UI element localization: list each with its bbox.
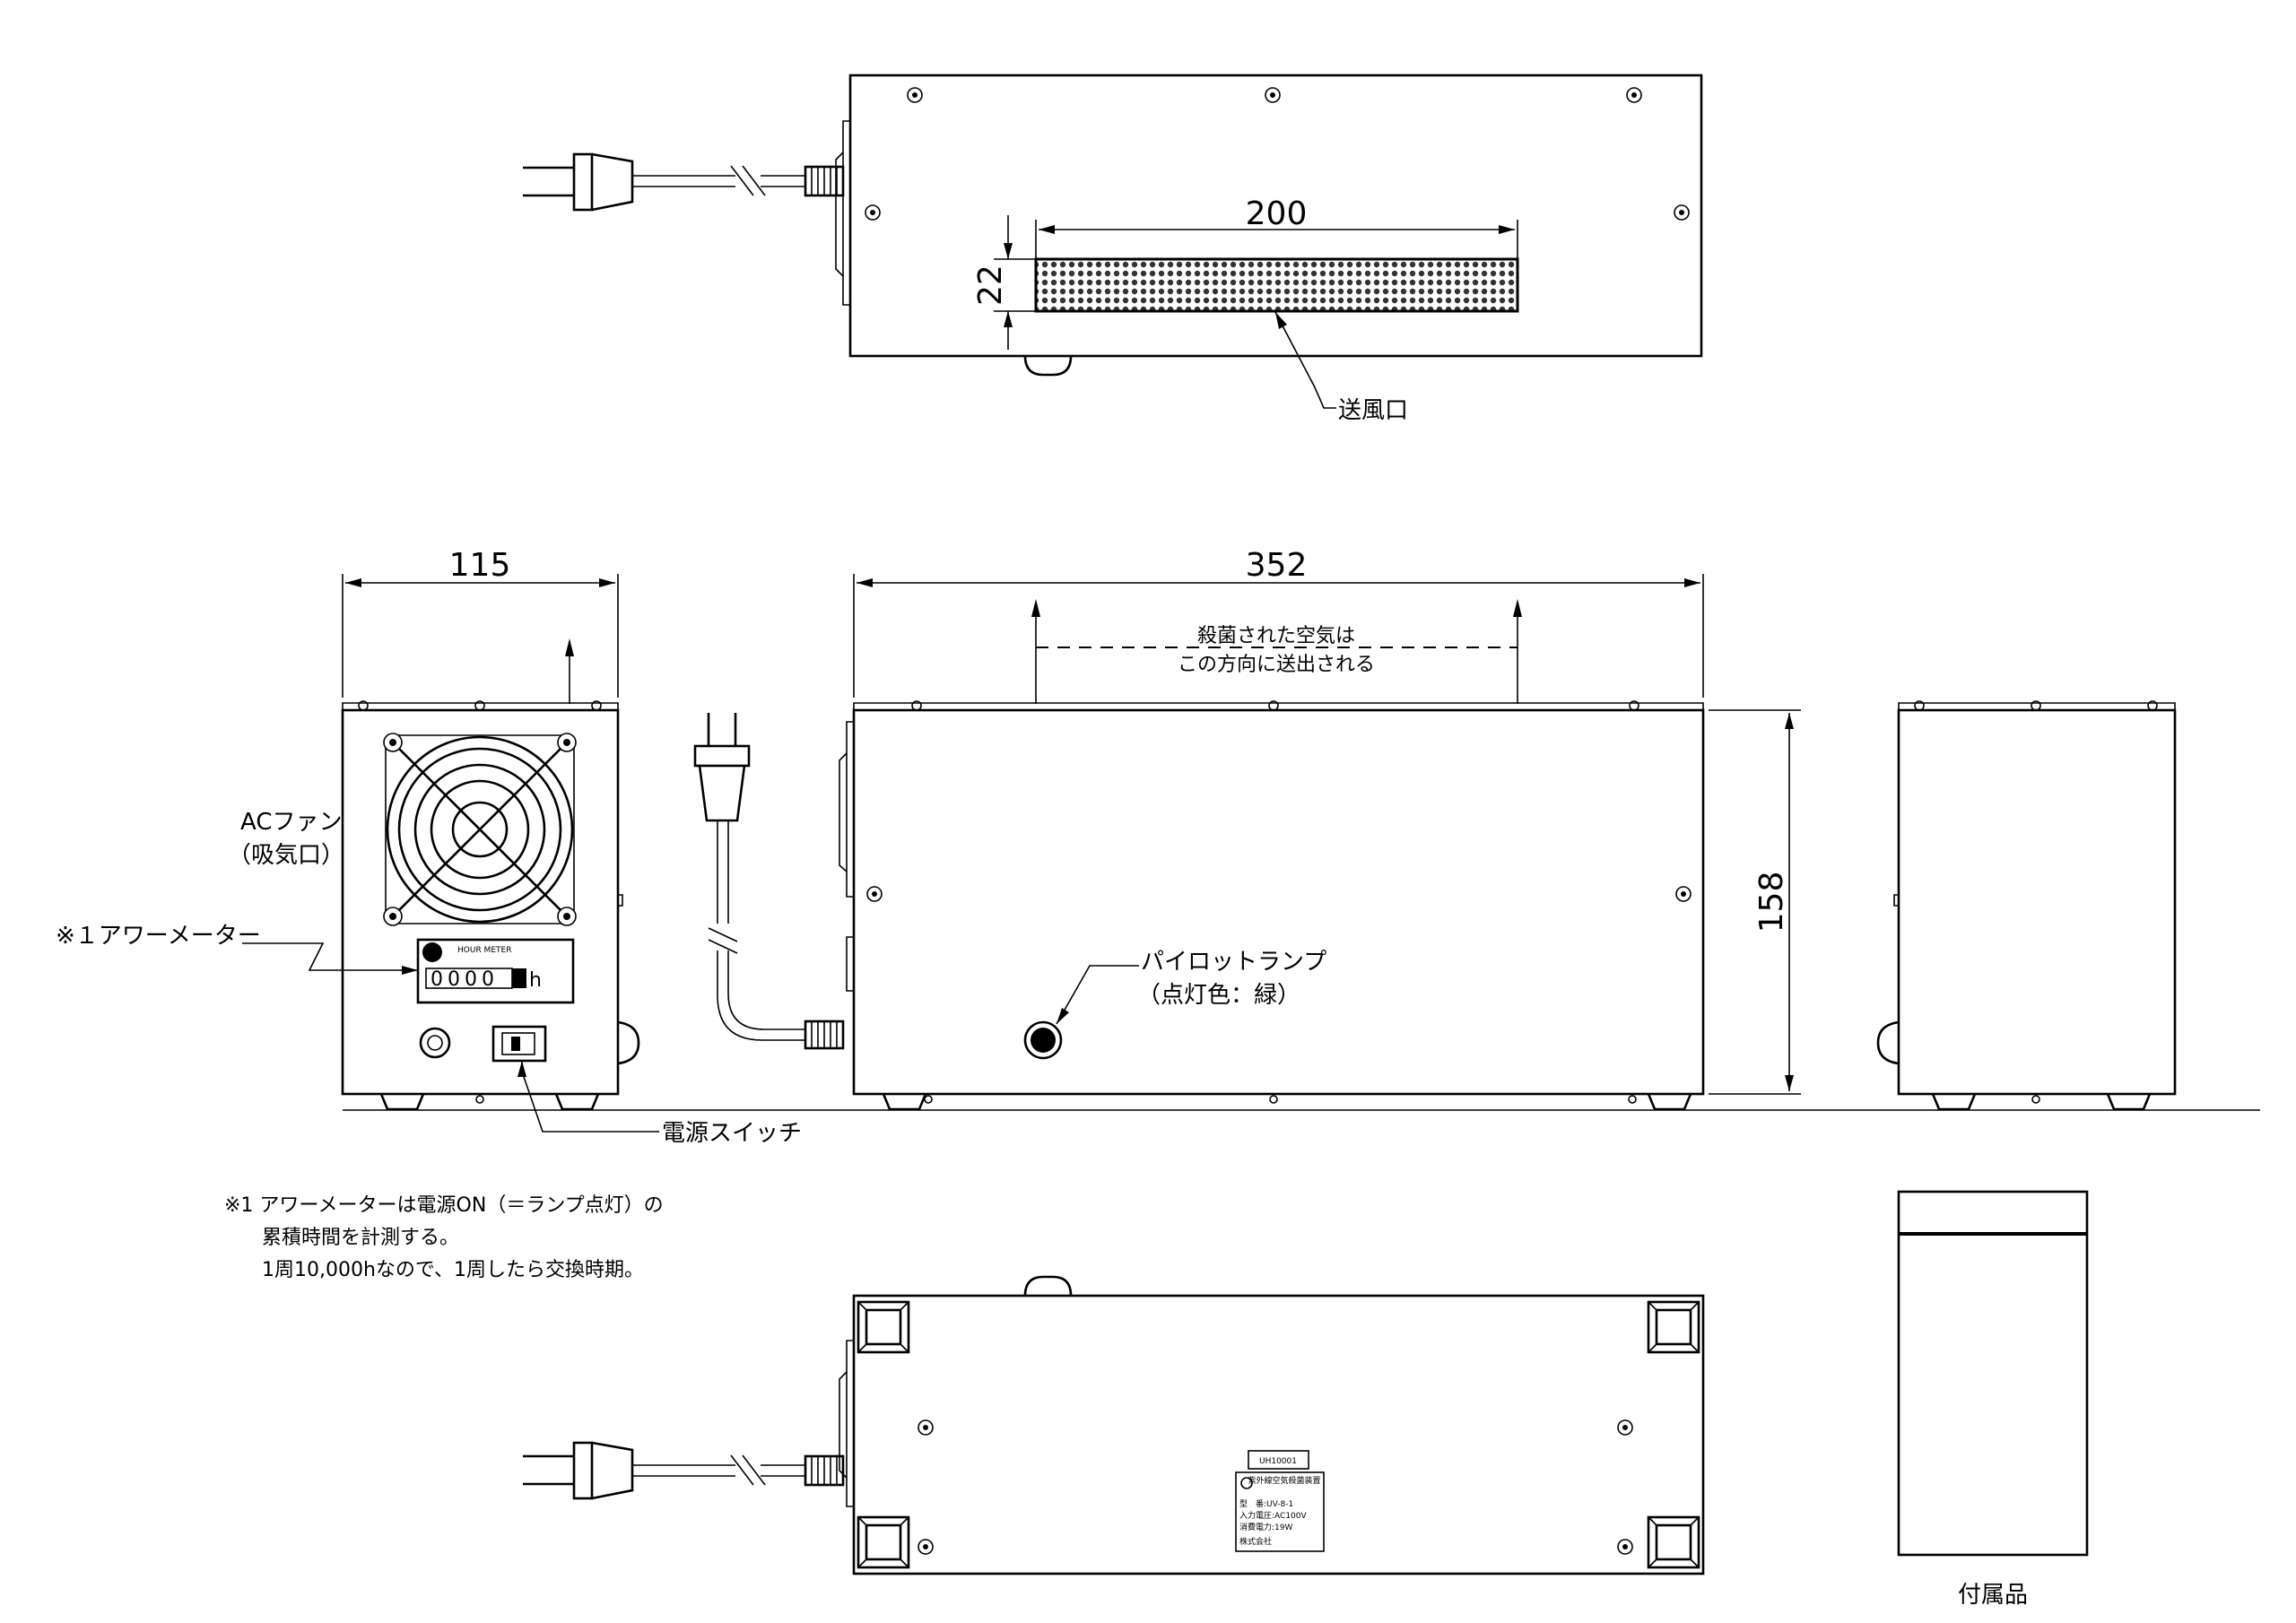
accessory-label: 付属品 [1958, 1582, 2028, 1609]
note-line2: 累積時間を計測する。 [262, 1227, 459, 1249]
hour-meter: HOUR METER 0000 h [416, 938, 575, 1004]
bottom-view: UH10001 紫外線空気殺菌装置 型 番:UV-8-1 入力電圧:AC100V… [523, 1275, 1705, 1575]
pilot-label-line2: （点灯色：緑） [1137, 982, 1300, 1009]
hour-meter-plate: HOUR METER [457, 946, 511, 955]
left-end-view: HOUR METER 0000 h 115 ACファン （吸気口） ※１アワーメ… [56, 547, 802, 1147]
top-view-body [848, 74, 1703, 358]
air-outlet-grille [1034, 257, 1519, 313]
nameplate-serial: UH10001 [1259, 1457, 1297, 1466]
dim-front-width: 352 [1246, 547, 1308, 584]
right-end-view [1876, 700, 2177, 1111]
fan-label-line1: ACファン [240, 809, 342, 836]
side-view-body [852, 708, 1705, 1096]
nameplate-row3: 型 番:UV-8-1 [1239, 1498, 1293, 1509]
note-line3: 1周10,000hなので、1周したら交換時期。 [262, 1259, 644, 1281]
right-end-body [1897, 708, 2177, 1096]
nameplate-row1: 紫外線空気殺菌装置 [1248, 1475, 1320, 1486]
accessory: 付属品 [1897, 1190, 2089, 1609]
top-view-bracket [842, 120, 850, 306]
power-switch-label: 電源スイッチ [662, 1120, 802, 1147]
nameplate-row5: 消費電力:19W [1239, 1522, 1292, 1532]
top-view: 200 22 送風口 [523, 74, 1703, 424]
dim-top-height: 22 [972, 265, 1009, 306]
dim-side-width: 115 [449, 547, 511, 584]
note-line1: ※1 アワーメーターは電源ON（＝ランプ点灯）の [224, 1194, 664, 1217]
left-end-body [341, 708, 620, 1096]
ac-fan [383, 733, 577, 926]
bottom-view-feet [857, 1300, 1700, 1569]
bottom-view-body [852, 1294, 1705, 1575]
top-view-screws [865, 87, 1690, 221]
dim-front-height: 158 [1753, 872, 1790, 933]
top-view-foot [1023, 355, 1073, 377]
fan-label-line2: （吸気口） [228, 842, 344, 869]
dim-top-width: 200 [1246, 195, 1308, 232]
power-switch-rocker [491, 1025, 547, 1063]
pilot-label-line1: パイロットランプ [1141, 949, 1326, 976]
bottom-view-power-plug [523, 1441, 845, 1500]
hour-meter-digits: 0000 [430, 968, 499, 991]
side-view: パイロットランプ （点灯色：緑） 352 158 殺菌された空気は この方向に送… [693, 547, 1801, 1111]
nameplate-row6: 株式会社 [1239, 1536, 1272, 1547]
pilot-lamp [1023, 1020, 1063, 1060]
top-view-power-plug [523, 152, 845, 212]
nameplate: UH10001 紫外線空気殺菌装置 型 番:UV-8-1 入力電圧:AC100V… [1235, 1450, 1325, 1552]
airflow-label-line1: 殺菌された空気は [1197, 625, 1355, 647]
left-view-lamp [419, 1027, 451, 1059]
hour-meter-callout: ※１アワーメーター [56, 923, 261, 950]
airflow-label-line2: この方向に送出される [1178, 654, 1375, 676]
side-view-power-plug [693, 713, 845, 1050]
nameplate-row4: 入力電圧:AC100V [1239, 1510, 1307, 1521]
hour-meter-unit: h [529, 969, 542, 992]
outlet-label: 送風口 [1338, 397, 1408, 424]
note-block: ※1 アワーメーターは電源ON（＝ランプ点灯）の 累積時間を計測する。 1周10… [224, 1194, 664, 1281]
accessory-box [1897, 1190, 2089, 1557]
